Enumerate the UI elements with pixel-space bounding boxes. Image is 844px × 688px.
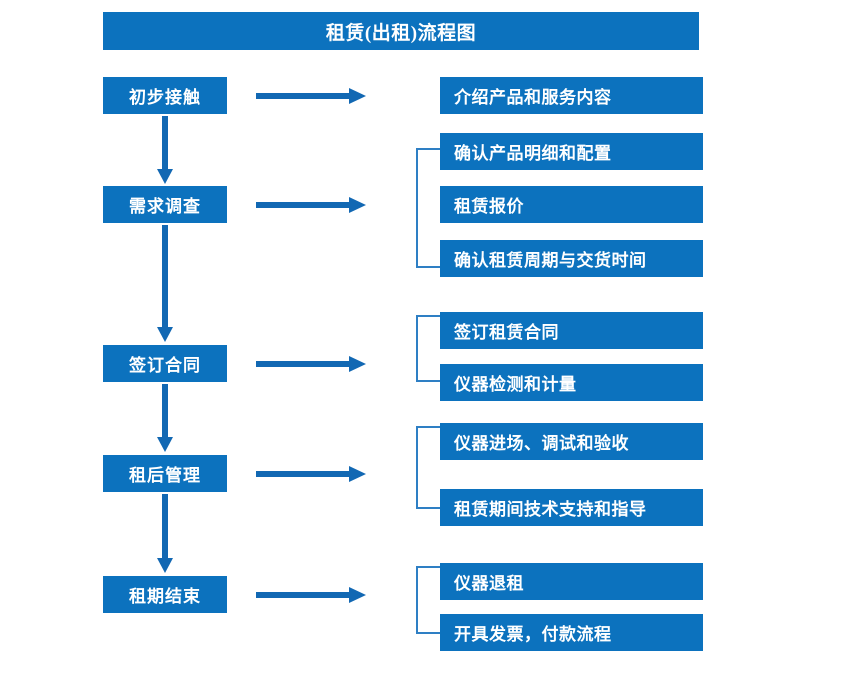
arrow-right-2 bbox=[256, 195, 366, 215]
group-bracket-4 bbox=[415, 426, 441, 509]
detail-box-5-2[interactable]: 开具发票，付款流程 bbox=[440, 614, 703, 651]
stage-box-4[interactable]: 租后管理 bbox=[103, 455, 227, 492]
detail-box-3-1[interactable]: 签订租赁合同 bbox=[440, 312, 703, 349]
group-bracket-3 bbox=[415, 315, 441, 382]
detail-box-3-2[interactable]: 仪器检测和计量 bbox=[440, 364, 703, 401]
detail-box-4-2[interactable]: 租赁期间技术支持和指导 bbox=[440, 489, 703, 526]
detail-box-2-3[interactable]: 确认租赁周期与交货时间 bbox=[440, 240, 703, 277]
detail-box-2-2[interactable]: 租赁报价 bbox=[440, 186, 703, 223]
stage-box-2[interactable]: 需求调查 bbox=[103, 186, 227, 223]
arrow-down-1 bbox=[155, 116, 175, 184]
arrow-down-2 bbox=[155, 225, 175, 342]
group-bracket-5 bbox=[415, 566, 441, 634]
group-bracket-2 bbox=[415, 148, 441, 268]
arrow-right-4 bbox=[256, 464, 366, 484]
arrow-right-3 bbox=[256, 354, 366, 374]
arrow-right-5 bbox=[256, 585, 366, 605]
arrow-right-1 bbox=[256, 86, 366, 106]
arrow-down-4 bbox=[155, 494, 175, 573]
stage-box-1[interactable]: 初步接触 bbox=[103, 77, 227, 114]
detail-box-1-1[interactable]: 介绍产品和服务内容 bbox=[440, 77, 703, 114]
chart-title: 租赁(出租)流程图 bbox=[103, 12, 699, 50]
stage-box-3[interactable]: 签订合同 bbox=[103, 345, 227, 382]
arrow-down-3 bbox=[155, 384, 175, 452]
detail-box-2-1[interactable]: 确认产品明细和配置 bbox=[440, 133, 703, 170]
detail-box-5-1[interactable]: 仪器退租 bbox=[440, 563, 703, 600]
detail-box-4-1[interactable]: 仪器进场、调试和验收 bbox=[440, 423, 703, 460]
stage-box-5[interactable]: 租期结束 bbox=[103, 576, 227, 613]
